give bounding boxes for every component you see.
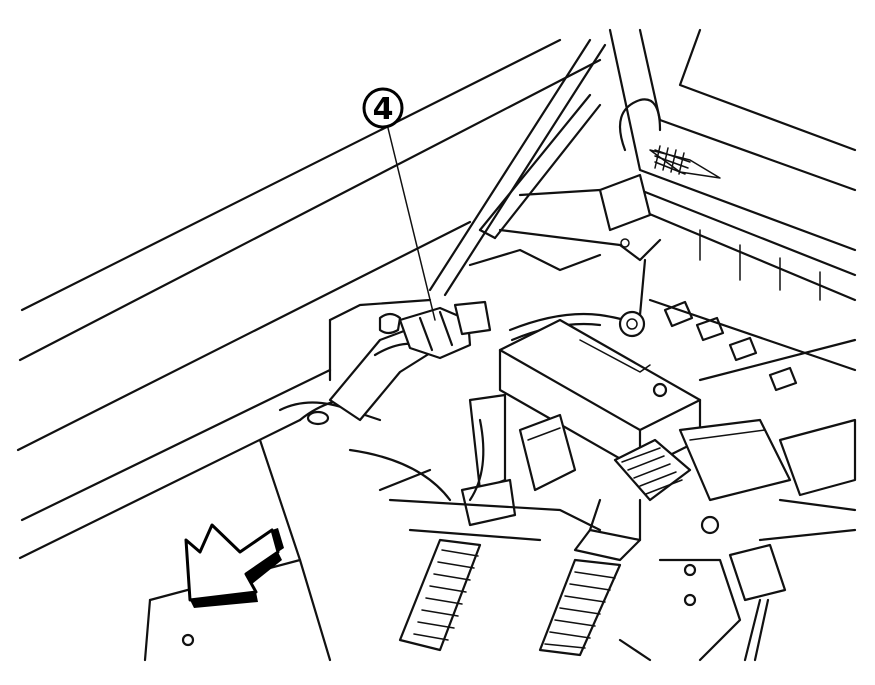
lower-bracket <box>388 498 742 662</box>
callout-circle <box>362 87 404 129</box>
front-direction-arrow-icon <box>184 523 284 608</box>
main-wire-harness <box>328 300 492 422</box>
radiator-support-bracket <box>468 173 662 272</box>
corrugated-conduit-center <box>538 438 692 657</box>
hatch-mark <box>654 145 691 175</box>
panel-clips <box>648 298 857 392</box>
hood-strut <box>428 38 607 297</box>
ground-cable <box>508 258 647 342</box>
fuse-relay-box <box>498 318 702 492</box>
callout-number: 4 <box>373 92 394 127</box>
hood-panel <box>608 28 857 302</box>
corrugated-conduit-left <box>398 393 517 652</box>
callout-4: 4 <box>362 87 436 321</box>
fender-lines <box>16 38 602 560</box>
right-side-connectors <box>678 418 857 662</box>
callout-leader-line <box>387 127 436 321</box>
